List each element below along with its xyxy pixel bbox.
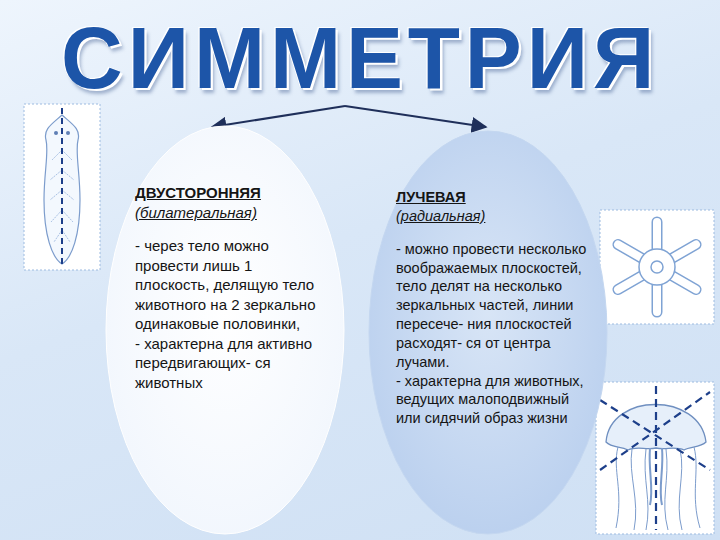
ellipse-node: ЛУЧЕВАЯ(радиальная) - можно провести неск… xyxy=(368,130,608,535)
title-row: СИММЕТРИЯ xyxy=(0,14,720,84)
node-body: - характерна для животных, ведущих малоп… xyxy=(396,372,588,429)
symmetry-plane xyxy=(600,392,710,470)
title-text: СИММЕТРИЯ xyxy=(61,14,659,102)
ellipse-node: ДВУСТОРОННЯЯ(билатеральная) - через тело … xyxy=(105,125,345,535)
node-subheading: (радиальная) xyxy=(396,207,588,226)
jellyfish-picture xyxy=(596,382,714,534)
picture-frame xyxy=(24,104,100,270)
node-content: ДВУСТОРОННЯЯ(билатеральная) - через тело … xyxy=(135,183,325,392)
jellyfish-tentacle xyxy=(616,447,700,530)
node-body: - характерна для активно передвигающих- … xyxy=(135,334,325,393)
arrow-line xyxy=(212,106,345,127)
node-body: - можно провести несколько воображаемых … xyxy=(396,240,588,372)
wheel-center xyxy=(651,261,663,273)
node-heading: ДВУСТОРОННЯЯ xyxy=(135,183,325,203)
flatworm-picture xyxy=(24,104,100,270)
radial-picture xyxy=(600,210,714,324)
node-subheading: (билатеральная) xyxy=(135,203,325,223)
wheel-spoke xyxy=(618,222,696,312)
arrow-line xyxy=(345,106,486,127)
node-body: - через тело можно провести лишь 1 плоск… xyxy=(135,236,325,334)
node-content: ЛУЧЕВАЯ(радиальная) - можно провести неск… xyxy=(396,188,588,428)
picture-frame xyxy=(600,210,714,324)
node-heading: ЛУЧЕВАЯ xyxy=(396,188,588,207)
ellipse-outline xyxy=(369,131,607,534)
ellipse-outline xyxy=(106,126,344,534)
worm-eye xyxy=(66,131,70,135)
wheel-spoke xyxy=(618,222,696,312)
symmetry-plane xyxy=(655,386,657,530)
worm-eye xyxy=(54,131,58,135)
symmetry-plane xyxy=(600,400,710,470)
picture-frame xyxy=(596,382,714,534)
symmetry-plane xyxy=(61,108,63,268)
wheel-hub xyxy=(639,249,675,285)
